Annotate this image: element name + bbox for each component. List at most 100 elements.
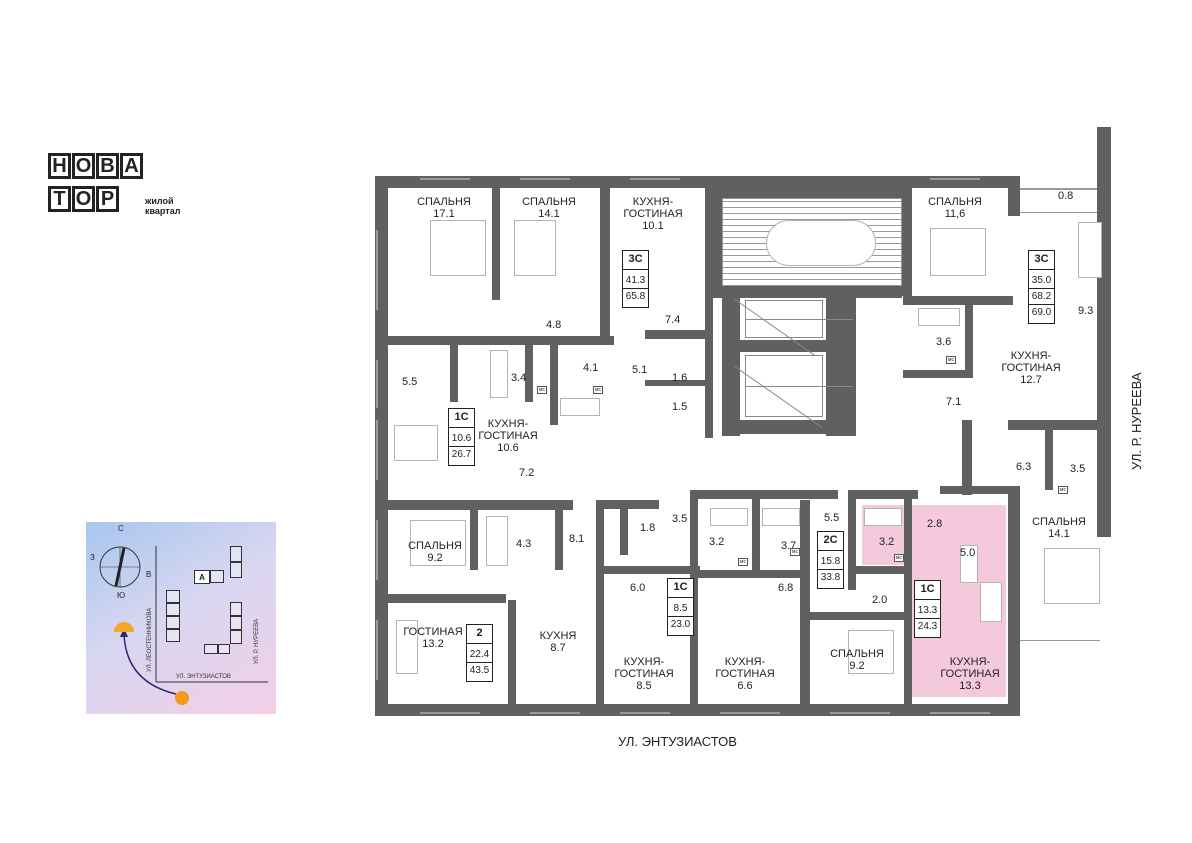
wc-tag: мс [738, 558, 748, 566]
room-area: 7.1 [946, 396, 962, 408]
room-bedroom: СПАЛЬНЯ 9.2 [826, 648, 888, 672]
section-marker: А [194, 570, 210, 584]
apartment-tag: 1С 8.5 23.0 [667, 578, 694, 636]
wall [848, 490, 918, 499]
room-area: 3.4 [511, 372, 527, 384]
apartment-area: 43.5 [467, 662, 492, 678]
room-area: 1.6 [672, 372, 688, 384]
window [420, 712, 480, 714]
bathtub-icon [864, 508, 902, 526]
room-area: 12.7 [1020, 374, 1042, 386]
apartment-area: 65.8 [623, 288, 648, 304]
logo-letter: А [120, 153, 143, 179]
bathtub-icon [710, 508, 748, 526]
wall [620, 505, 628, 555]
window [520, 178, 570, 180]
room-area: 6.0 [630, 582, 646, 594]
room-area: 14.1 [1048, 528, 1070, 540]
room-name: ГОСТИНАЯ [623, 208, 683, 220]
wall [690, 490, 698, 704]
wall [492, 188, 500, 300]
room-area: 8.1 [569, 533, 585, 545]
street-right-label: УЛ. Р. НУРЕЕВА [1129, 372, 1144, 470]
wall [856, 566, 908, 574]
room-area: 2.0 [872, 594, 888, 606]
building-block [218, 644, 230, 654]
wall [550, 345, 558, 425]
bathtub-icon [560, 398, 600, 416]
wall [705, 188, 713, 438]
room-kitchen-living: КУХНЯ- ГОСТИНАЯ 12.7 [995, 350, 1067, 386]
room-name: КУХНЯ- [623, 656, 665, 668]
window [830, 712, 890, 714]
apartment-type: 1С [915, 584, 940, 600]
building-block [230, 562, 242, 578]
room-bedroom: СПАЛЬНЯ 9.2 [402, 540, 468, 564]
room-area: 1.5 [672, 401, 688, 413]
apartment-type: 1С [668, 582, 693, 598]
room-name: КУХНЯ- [487, 418, 529, 430]
wall [808, 612, 908, 620]
room-area: 9.2 [427, 552, 443, 564]
room-area: 14.1 [538, 208, 560, 220]
window [420, 178, 470, 180]
room-name: СПАЛЬНЯ [830, 648, 884, 660]
building-block [210, 570, 224, 583]
wall [375, 176, 388, 716]
wall [722, 296, 740, 436]
room-kitchen-living: КУХНЯ- ГОСТИНАЯ 10.6 [472, 418, 544, 454]
balcony-line [1020, 188, 1097, 190]
apartment-type: 1С [449, 412, 474, 428]
logo-letter: Р [96, 186, 119, 212]
room-area: 8.7 [550, 642, 566, 654]
wc-tag: мс [894, 554, 904, 562]
wall [722, 340, 856, 352]
wall [604, 500, 659, 509]
wall [645, 380, 712, 386]
room-area: 8.5 [636, 680, 652, 692]
apartment-tag: 2С 15.8 33.8 [817, 531, 844, 589]
wall [698, 490, 838, 499]
wall [826, 296, 856, 436]
wall [388, 336, 614, 345]
room-bedroom: СПАЛЬНЯ 14.1 [518, 196, 580, 220]
apartment-area: 69.0 [1029, 304, 1054, 320]
room-area: 5.1 [632, 364, 648, 376]
compass-south: Ю [117, 591, 126, 600]
apartment-tag: 3С 41.3 65.8 [622, 250, 649, 308]
room-area: 7.4 [665, 314, 681, 326]
wall [752, 495, 760, 575]
logo-letter: В [96, 153, 119, 179]
wall [903, 370, 973, 378]
building-block [204, 644, 218, 654]
wall [940, 486, 1020, 494]
apartment-type: 2 [467, 628, 492, 644]
apartment-area: 35.0 [1031, 275, 1052, 286]
apartment-tag: 1С 10.6 26.7 [448, 408, 475, 466]
building-block [230, 616, 242, 630]
apartment-area: 8.5 [673, 603, 688, 614]
room-name: ГОСТИНАЯ [478, 430, 538, 442]
wall [965, 305, 973, 377]
room-name: КУХНЯ- [949, 656, 991, 668]
window [376, 520, 378, 580]
room-area: 10.6 [497, 442, 519, 454]
room-name: СПАЛЬНЯ [1032, 516, 1086, 528]
room-area: 9.3 [1078, 305, 1094, 317]
apartment-area: 68.2 [1029, 288, 1054, 304]
orientation-card: С Ю З В УЛ. ЛЕОСТЕННИКОВА УЛ. Р. НУРЕЕВА… [86, 522, 276, 714]
wall [800, 500, 810, 704]
wall [600, 188, 610, 338]
bed-icon [848, 630, 894, 674]
room-name: СПАЛЬНЯ [522, 196, 576, 208]
room-area: 9.2 [849, 660, 865, 672]
wc-tag: мс [1058, 486, 1068, 494]
room-name: КУХНЯ- [1010, 350, 1052, 362]
room-name: КУХНЯ- [724, 656, 766, 668]
room-living: ГОСТИНАЯ 13.2 [398, 626, 468, 650]
window [376, 620, 378, 680]
window [930, 178, 980, 180]
logo-subtitle-line: квартал [145, 206, 181, 216]
elevator-icon [745, 355, 854, 417]
window [620, 712, 670, 714]
